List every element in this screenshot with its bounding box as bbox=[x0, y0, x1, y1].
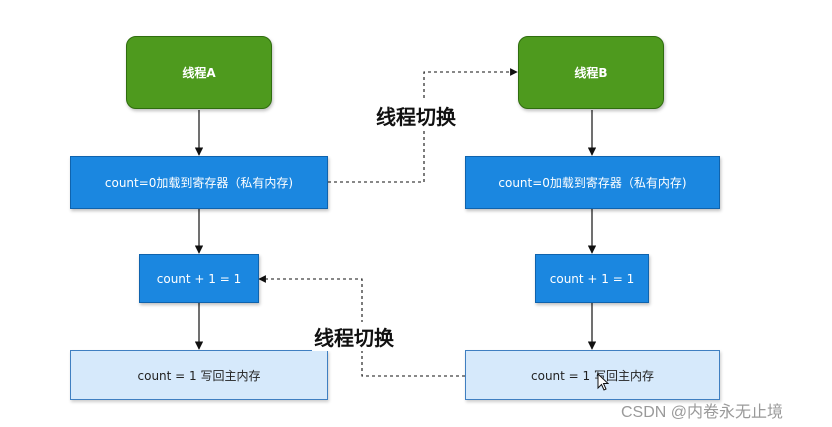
thread-b-increment-label: count + 1 = 1 bbox=[549, 271, 635, 286]
thread-b-node: 线程B bbox=[518, 36, 664, 109]
mouse-cursor-icon bbox=[597, 373, 609, 391]
switch-label-top: 线程切换 bbox=[374, 101, 458, 130]
thread-b-writeback-label: count = 1 写回主内存 bbox=[531, 368, 654, 383]
thread-b-writeback-step: count = 1 写回主内存 bbox=[465, 350, 720, 400]
thread-a-writeback-step: count = 1 写回主内存 bbox=[70, 350, 328, 400]
thread-a-increment-step: count + 1 = 1 bbox=[139, 254, 259, 303]
thread-a-writeback-label: count = 1 写回主内存 bbox=[137, 368, 261, 383]
watermark-text: CSDN @内卷永无止境 bbox=[621, 404, 784, 421]
thread-a-load-step: count=0加载到寄存器（私有内存) bbox=[70, 156, 328, 209]
thread-b-load-step: count=0加载到寄存器（私有内存) bbox=[465, 156, 720, 209]
thread-a-node: 线程A bbox=[126, 36, 272, 109]
thread-b-increment-step: count + 1 = 1 bbox=[535, 254, 649, 303]
thread-b-load-label: count=0加载到寄存器（私有内存) bbox=[498, 176, 687, 190]
thread-a-increment-label: count + 1 = 1 bbox=[156, 271, 242, 286]
thread-a-load-label: count=0加载到寄存器（私有内存) bbox=[104, 176, 294, 190]
thread-b-label: 线程B bbox=[574, 66, 608, 80]
switch-label-bottom: 线程切换 bbox=[312, 322, 396, 351]
thread-a-label: 线程A bbox=[182, 66, 216, 80]
